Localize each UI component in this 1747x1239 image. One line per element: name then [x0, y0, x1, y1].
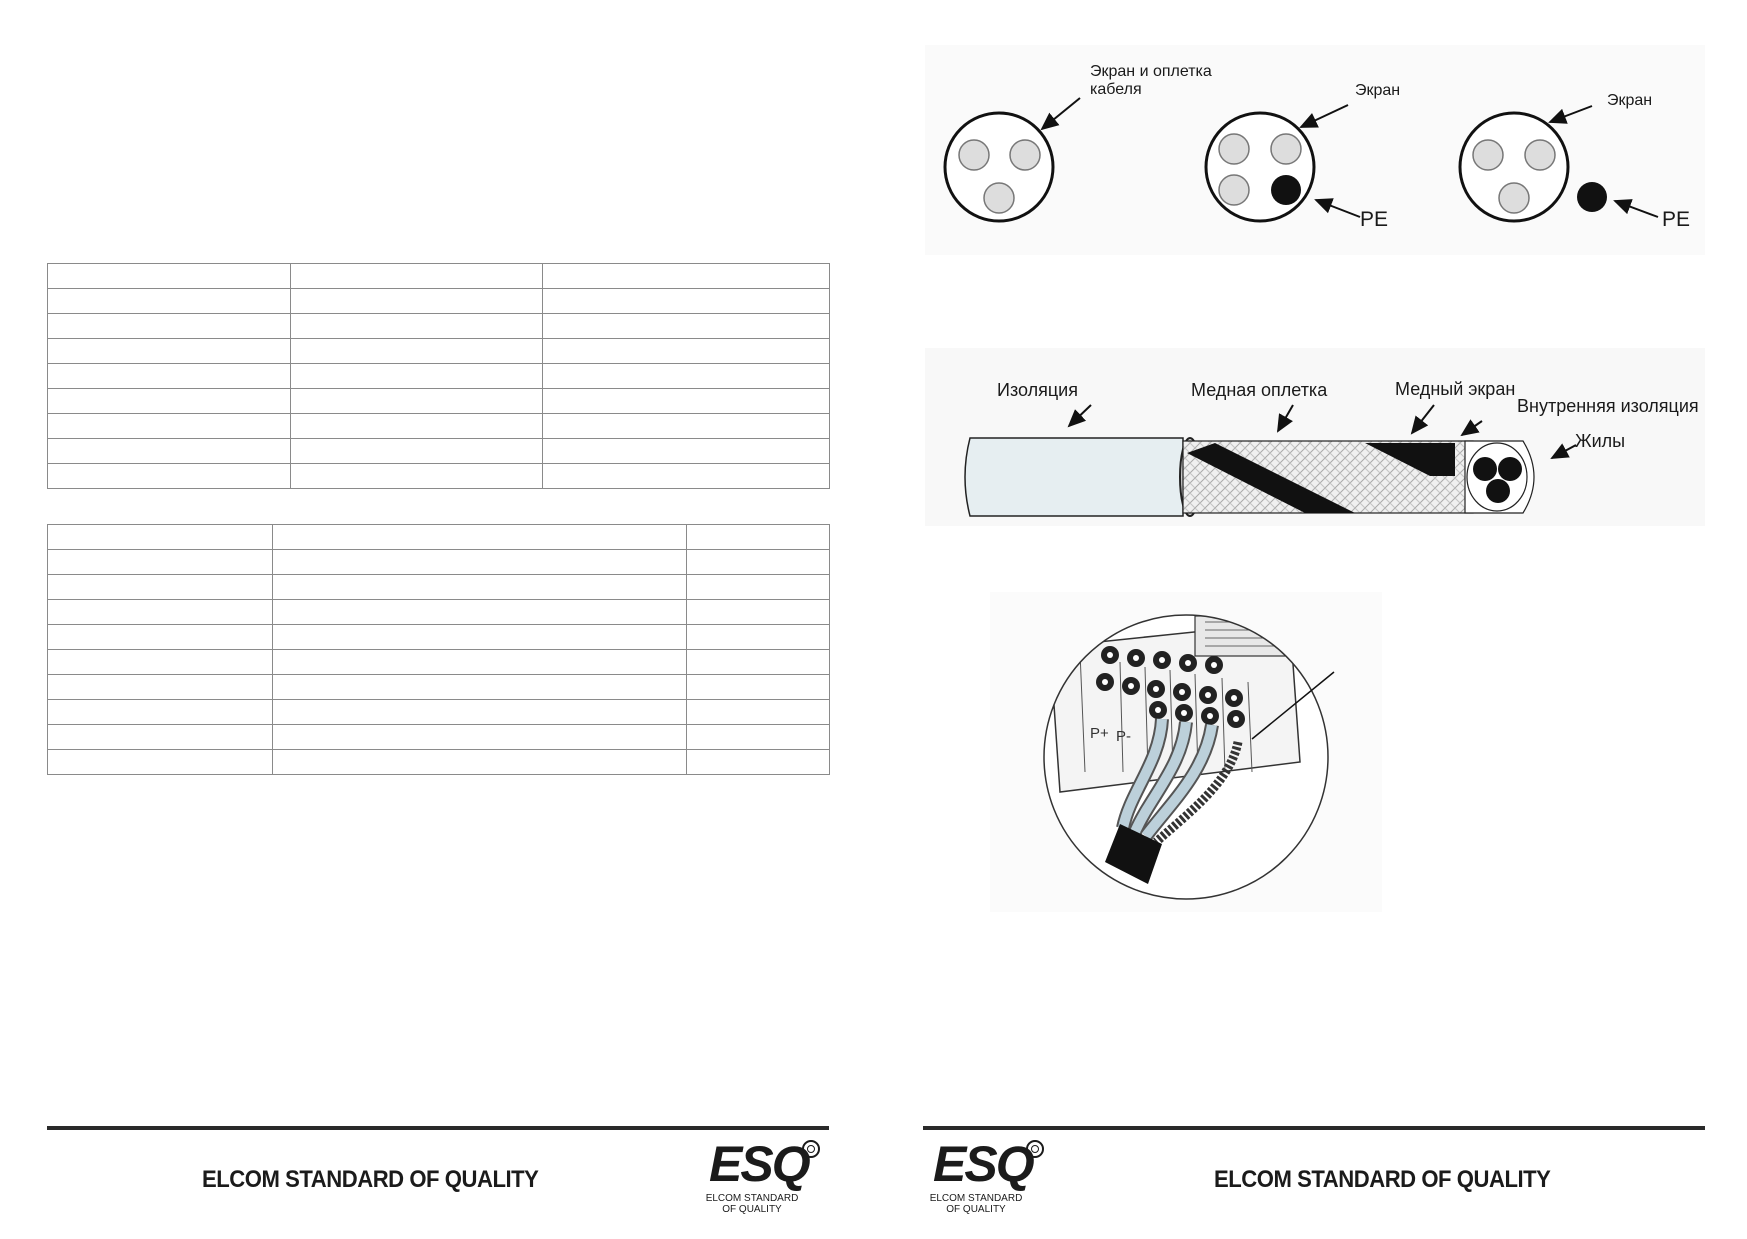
- label-inner-insulation: Внутренняя изоляция: [1517, 396, 1699, 416]
- label-pe-2: PE: [1360, 208, 1389, 231]
- esq-logo-right: ESQ ELCOM STANDARD OF QUALITY: [930, 1136, 1063, 1229]
- table-row: [47, 624, 830, 650]
- table-row: [47, 413, 830, 439]
- table-row: [47, 724, 830, 750]
- label-shield-braid-line1: Экран и оплетка: [1090, 63, 1212, 80]
- table-row: [47, 649, 830, 675]
- table-row: [47, 388, 830, 414]
- label-pe-3: PE: [1662, 208, 1691, 231]
- footer-text-left: ELCOM STANDARD OF QUALITY: [202, 1166, 539, 1193]
- logo-mark: ESQ: [933, 1136, 1035, 1192]
- table-row: [47, 524, 830, 550]
- table-row: [47, 574, 830, 600]
- footer-rule-left: [47, 1126, 829, 1130]
- label-copper-shield: Медный экран: [1395, 379, 1516, 399]
- label-shield-braid: Экран и оплетка кабеля: [1090, 63, 1212, 99]
- table-row: [47, 699, 830, 725]
- label-shield-3: Экран: [1607, 92, 1653, 109]
- terminal-label-p-minus: P-: [1116, 728, 1131, 745]
- terminal-wiring-figure: P+ P-: [990, 592, 1382, 912]
- table-row: [47, 599, 830, 625]
- table-row: [47, 549, 830, 575]
- table-row: [47, 288, 830, 314]
- table-row: [47, 313, 830, 339]
- label-copper-braid: Медная оплетка: [1191, 380, 1328, 400]
- logo-ring-icon: [802, 1140, 820, 1158]
- cross-sections-drawing: [943, 97, 1659, 223]
- terminal-wiring-drawing: P+ P-: [1043, 614, 1335, 900]
- table-row: [47, 438, 830, 464]
- cable-cross-sections-figure: Экран и оплетка кабеля Экран PE Экран PE: [925, 45, 1705, 255]
- footer-rule-right: [923, 1126, 1705, 1130]
- esq-logo-left: ESQ ELCOM STANDARD OF QUALITY: [706, 1136, 839, 1229]
- logo-mark: ESQ: [709, 1136, 811, 1192]
- cable-layers-figure: Изоляция Медная оплетка Медный экран Вну…: [925, 348, 1705, 526]
- table-row: [47, 674, 830, 700]
- logo-ring-icon: [1026, 1140, 1044, 1158]
- table-1: [47, 263, 830, 489]
- table-row: [47, 463, 830, 489]
- cable-section-3: [1458, 105, 1659, 223]
- logo-subtitle-line2: OF QUALITY: [722, 1204, 782, 1215]
- label-shield-braid-line2: кабеля: [1090, 81, 1142, 98]
- table-row: [47, 749, 830, 775]
- logo-subtitle-line1: ELCOM STANDARD: [705, 1193, 799, 1204]
- label-insulation: Изоляция: [997, 380, 1078, 400]
- label-cores: Жилы: [1575, 431, 1626, 451]
- cable-section-1: [943, 97, 1081, 223]
- cable-layers-drawing: [964, 404, 1577, 517]
- logo-subtitle: ELCOM STANDARD OF QUALITY: [926, 1193, 1026, 1215]
- logo-subtitle: ELCOM STANDARD OF QUALITY: [702, 1193, 802, 1215]
- logo-subtitle-line2: OF QUALITY: [946, 1204, 1006, 1215]
- cable-section-2: [1204, 104, 1361, 223]
- logo-subtitle-line1: ELCOM STANDARD: [929, 1193, 1023, 1204]
- footer-text-right: ELCOM STANDARD OF QUALITY: [1214, 1166, 1551, 1193]
- table-2: [47, 524, 830, 775]
- table-row: [47, 363, 830, 389]
- table-row: [47, 338, 830, 364]
- terminal-label-p-plus: P+: [1090, 725, 1109, 742]
- label-shield-2: Экран: [1355, 82, 1401, 99]
- table-row: [47, 263, 830, 289]
